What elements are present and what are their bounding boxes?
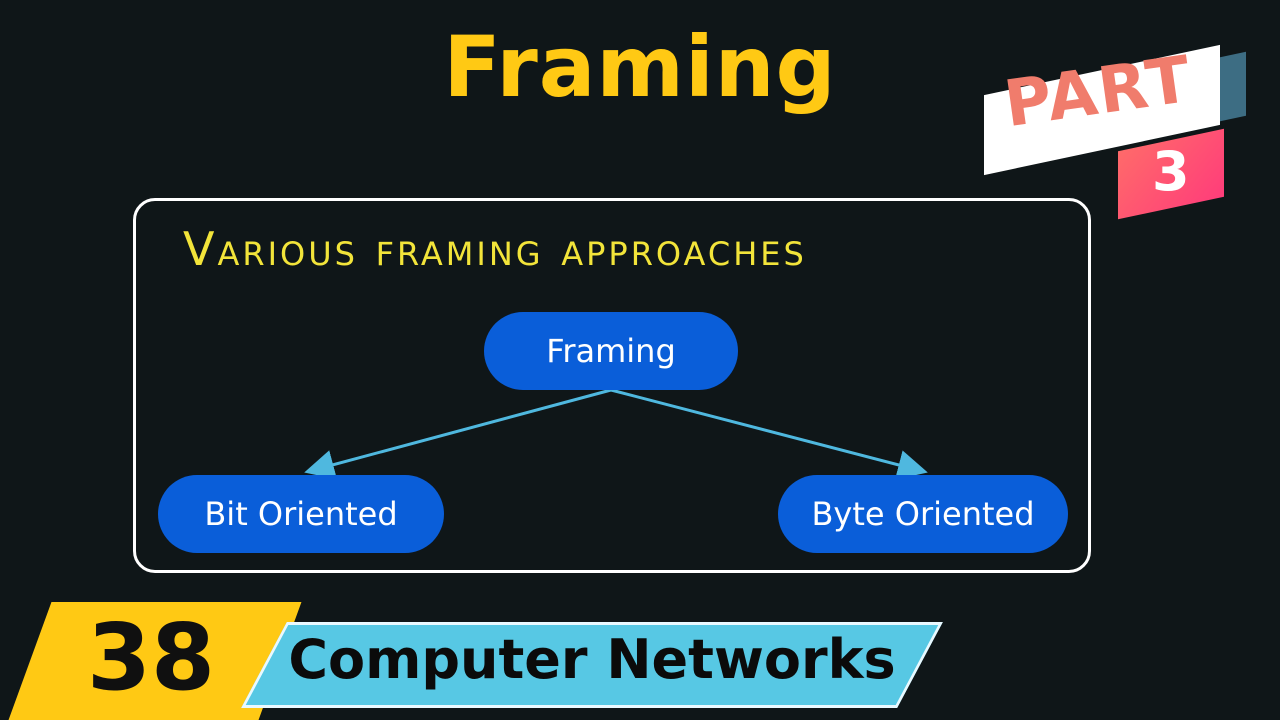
arrow-to-byte-oriented (610, 388, 928, 480)
episode-number: 38 (86, 604, 216, 711)
part-badge: PART 3 (980, 28, 1260, 228)
page-title: Framing (443, 18, 837, 116)
part-number: 3 (1152, 140, 1190, 203)
diagram-heading: Various framing approaches (183, 222, 807, 276)
node-framing: Framing (484, 312, 738, 390)
node-byte-oriented: Byte Oriented (778, 475, 1068, 553)
series-title: Computer Networks (288, 628, 896, 691)
node-bit-oriented: Bit Oriented (158, 475, 444, 553)
arrow-to-bit-oriented (304, 388, 612, 480)
diagram-panel (133, 198, 1091, 573)
